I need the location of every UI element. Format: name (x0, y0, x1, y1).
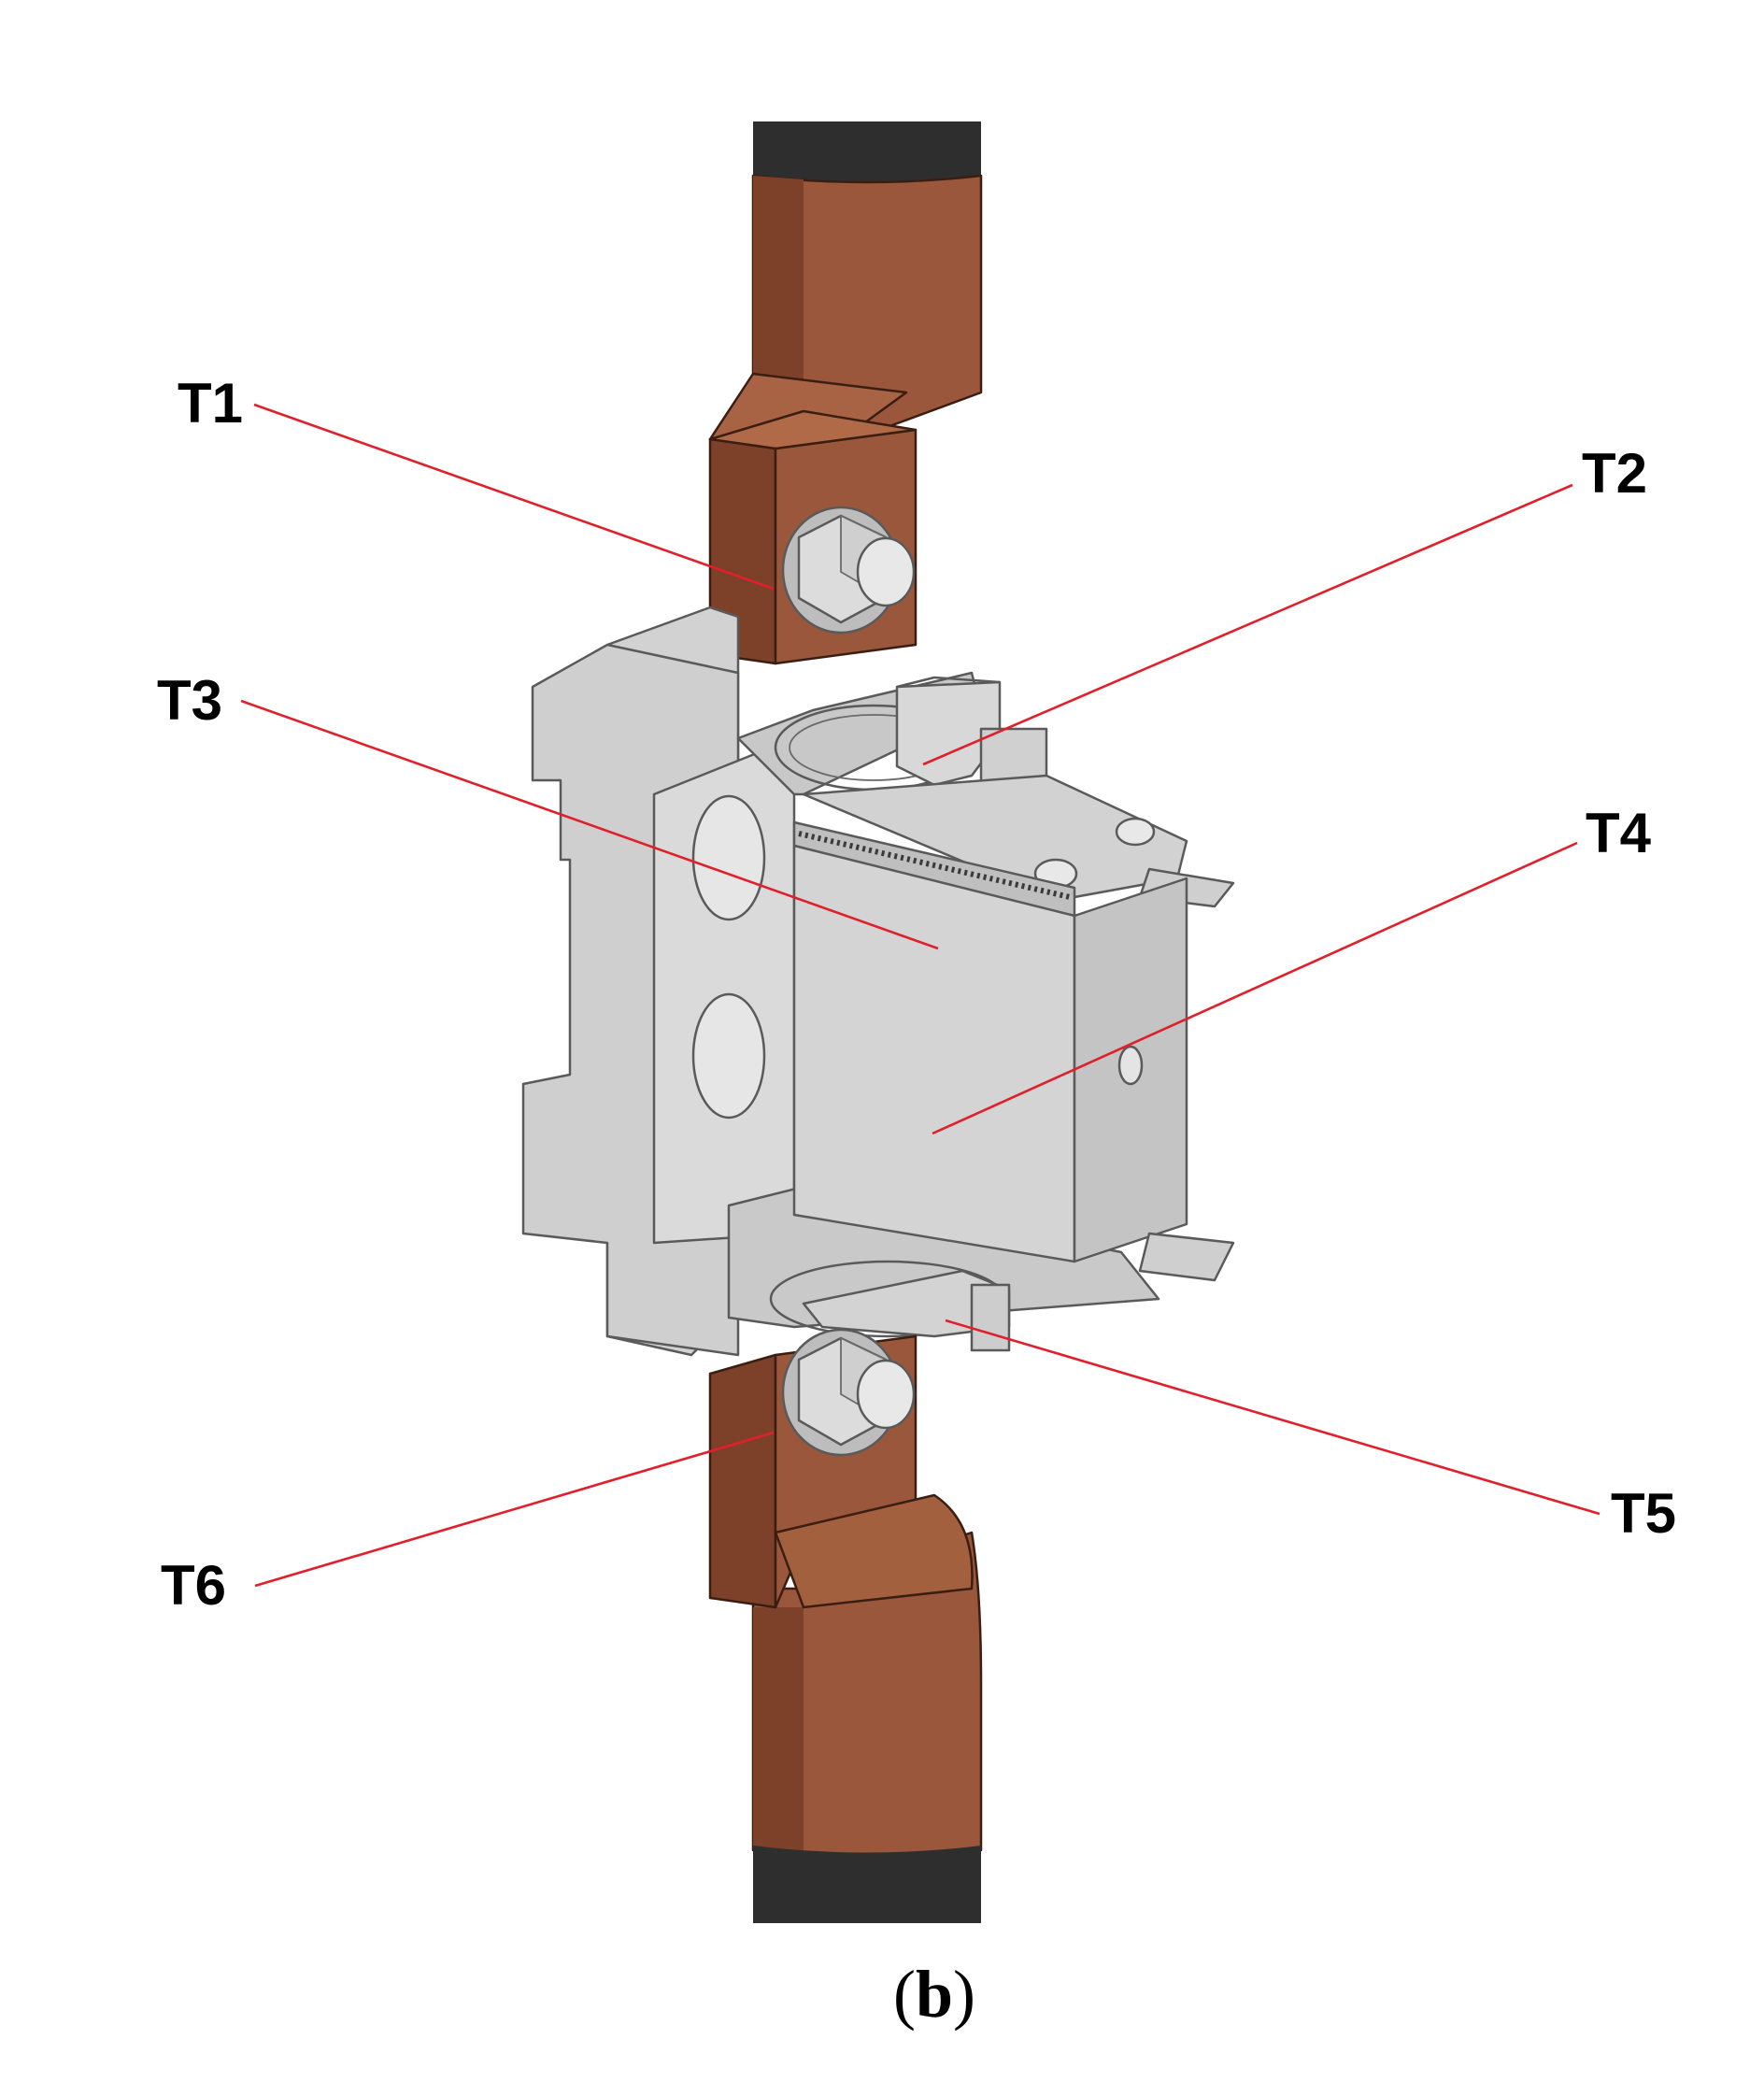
t1-hex-nut (781, 506, 916, 635)
t5-lower-mechanism (769, 1260, 1011, 1352)
bottom-conductor (751, 1531, 983, 1923)
t4-front-face (792, 844, 1076, 1263)
t3-leader-line (240, 699, 939, 950)
housing-mount-hole-upper (691, 794, 766, 921)
t2-contact-mechanism (774, 676, 1235, 908)
t1-lug-top (708, 409, 918, 450)
t5-label: T5 (1611, 1482, 1676, 1545)
t6-hex-nut (781, 1328, 916, 1457)
caption-close-paren: ) (953, 1957, 975, 2032)
t6-lug-side (708, 1353, 777, 1609)
t6-lug-bottom (774, 1493, 974, 1609)
top-conductor (708, 121, 983, 469)
t5-leader-line (945, 1319, 1600, 1516)
housing-mount-hole-lower (691, 992, 766, 1119)
caption-letter: b (916, 1957, 953, 2032)
t1-label: T1 (178, 372, 243, 435)
t3-t4-arc-chamber-body (792, 820, 1235, 1282)
t3-label: T3 (157, 669, 222, 732)
t4-leader-line (932, 841, 1578, 1135)
bottom-copper-rod-shade (753, 1607, 804, 1855)
t3-comb-edge (798, 831, 1071, 900)
callout-labels: T1 T2 T3 T4 T5 T6 (157, 372, 1676, 1617)
t4-side-hole (1117, 1045, 1144, 1086)
caption-open-paren: ( (893, 1957, 916, 2032)
t5-post (970, 1283, 1011, 1352)
bottom-insulation (753, 1846, 981, 1923)
t4-label: T4 (1586, 802, 1652, 864)
top-insulation (753, 121, 981, 193)
t1-leader-line (253, 403, 775, 591)
t2-label: T2 (1582, 442, 1647, 505)
t6-label: T6 (161, 1554, 226, 1617)
t2-leader-line (922, 483, 1573, 766)
leader-lines (240, 403, 1600, 1588)
figure-caption: (b) (893, 1957, 975, 2032)
t6-leader-line (254, 1431, 775, 1588)
t4-bottom-tab (1138, 1232, 1235, 1282)
breaker-housing (521, 606, 1160, 1357)
